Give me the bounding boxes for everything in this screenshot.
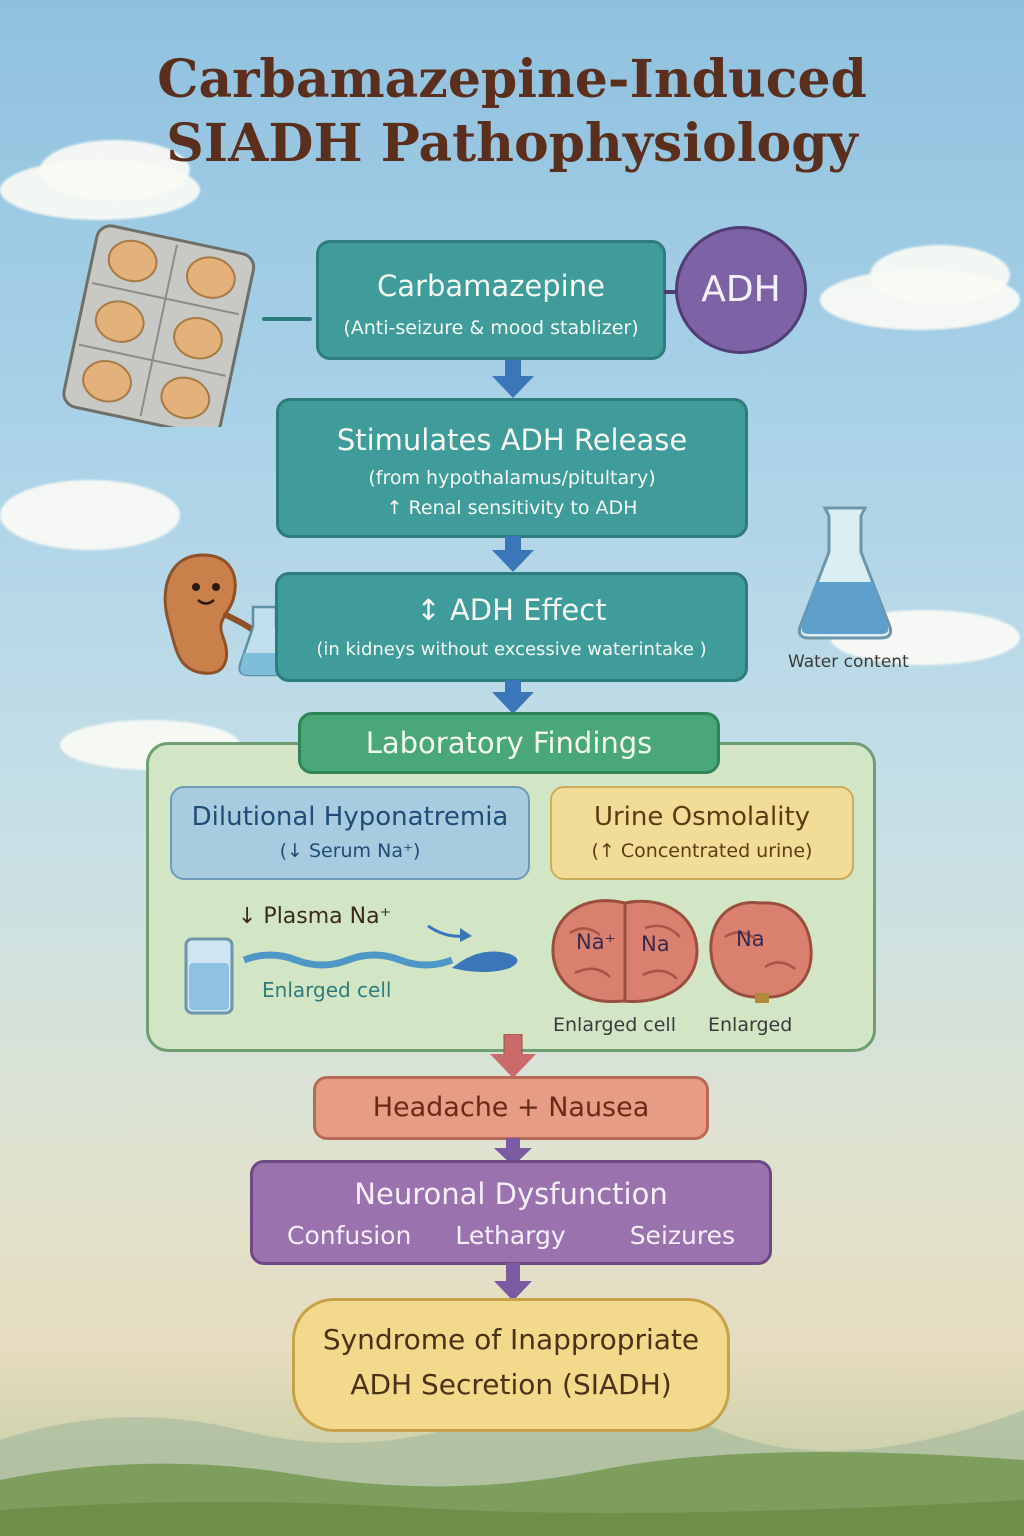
brain-na-label-3: Na <box>736 927 765 951</box>
small-arrow-icon <box>427 924 472 942</box>
title-line-1: Carbamazepine-Induced <box>157 49 867 110</box>
lab-findings-title: Laboratory Findings <box>365 726 653 760</box>
enlarged-cell-label-left: Enlarged cell <box>262 978 392 1002</box>
brain-na-label-2: Na <box>641 932 670 956</box>
urine-sub: (↑ Concentrated urine) <box>591 840 813 862</box>
urine-title: Urine Osmolality <box>593 802 811 832</box>
beaker-icon <box>184 937 234 1015</box>
brain-icon <box>709 901 813 1003</box>
siadh-box: Syndrome of Inappropriate ADH Secretion … <box>292 1298 730 1432</box>
carbamazepine-title: Carbamazepine <box>377 269 605 303</box>
stimulates-title: Stimulates ADH Release <box>336 423 688 457</box>
title-line-2: SIADH Pathophysiology <box>166 113 858 174</box>
wave-icon <box>242 951 518 972</box>
flow-arrow <box>492 360 534 398</box>
adh-badge: ADH <box>675 226 807 354</box>
flow-arrow <box>494 1263 532 1301</box>
adh-badge-label: ADH <box>701 269 781 310</box>
plasma-na-label: ↓ Plasma Na⁺ <box>238 904 392 929</box>
flask-icon <box>797 506 893 640</box>
flow-arrow <box>492 680 534 714</box>
adh-effect-sub: (in kidneys without excessive waterintak… <box>316 639 707 660</box>
flow-arrow <box>492 536 534 572</box>
page-title: Carbamazepine-Induced SIADH Pathophysiol… <box>0 48 1024 176</box>
headache-nausea-box: Headache + Nausea <box>313 1076 709 1140</box>
flow-arrow <box>494 1138 532 1166</box>
brain-na-label-1: Na⁺ <box>576 930 616 954</box>
flow-arrow <box>490 1034 536 1078</box>
siadh-line-2: ADH Secretion (SIADH) <box>350 1368 672 1401</box>
water-content-label: Water content <box>788 652 909 672</box>
connector-line <box>262 317 312 321</box>
urine-osmolality-box: Urine Osmolality (↑ Concentrated urine) <box>550 786 854 880</box>
hyponatremia-title: Dilutional Hyponatremia <box>191 802 509 832</box>
adh-effect-box: ↕ ADH Effect (in kidneys without excessi… <box>275 572 748 682</box>
neuronal-title: Neuronal Dysfunction <box>354 1177 668 1211</box>
stimulates-sub-1: (from hypothalamus/pitultary) <box>368 467 656 489</box>
stimulates-adh-box: Stimulates ADH Release (from hypothalamu… <box>276 398 748 538</box>
hills-background <box>0 1402 1024 1536</box>
stimulates-sub-2: ↑ Renal sensitivity to ADH <box>386 497 638 519</box>
hyponatremia-sub: (↓ Serum Na⁺) <box>279 840 421 862</box>
symptom-seizures: Seizures <box>629 1221 735 1250</box>
cloud <box>40 140 190 200</box>
headache-label: Headache + Nausea <box>372 1092 650 1123</box>
symptom-confusion: Confusion <box>286 1221 412 1250</box>
carbamazepine-box: Carbamazepine (Anti-seizure & mood stabl… <box>316 240 666 360</box>
symptom-lethargy: Lethargy <box>455 1221 566 1250</box>
cloud <box>0 480 180 550</box>
siadh-line-1: Syndrome of Inappropriate <box>322 1323 700 1356</box>
carbamazepine-sub: (Anti-seizure & mood stablizer) <box>343 317 639 339</box>
adh-effect-title: ↕ ADH Effect <box>416 593 607 627</box>
pill-blister-pack-icon <box>62 224 256 427</box>
neuronal-dysfunction-box: Neuronal Dysfunction Confusion Lethargy … <box>250 1160 772 1265</box>
neuronal-symptoms: Confusion Lethargy Seizures <box>253 1221 769 1250</box>
enlarged-label: Enlarged <box>708 1014 793 1036</box>
cloud <box>870 245 1010 305</box>
enlarged-cell-label-right: Enlarged cell <box>553 1014 676 1036</box>
brain-icon <box>551 899 699 1004</box>
adh-connector <box>664 290 682 294</box>
hyponatremia-box: Dilutional Hyponatremia (↓ Serum Na⁺) <box>170 786 530 880</box>
lab-findings-header: Laboratory Findings <box>298 712 720 774</box>
